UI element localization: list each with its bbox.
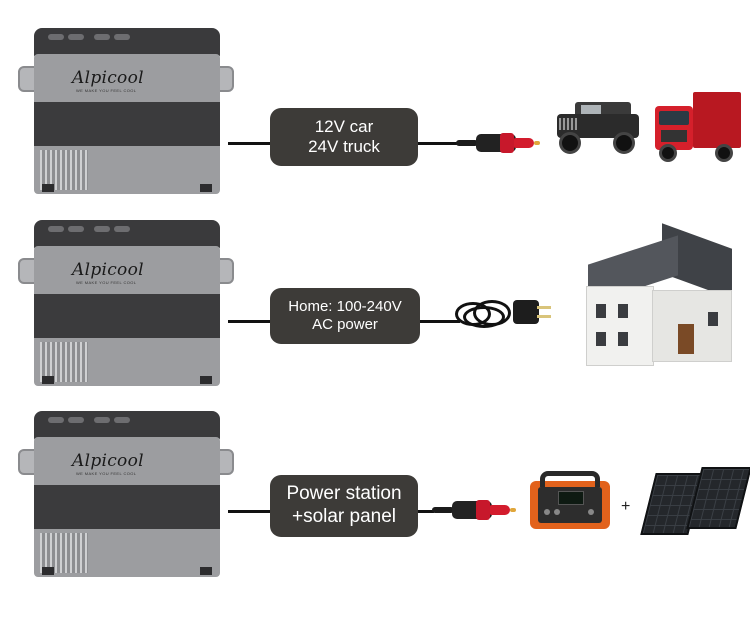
brand-logo: Alpicool bbox=[72, 451, 144, 471]
fridge-body bbox=[34, 246, 220, 386]
fridge-lid bbox=[34, 220, 220, 250]
truck-icon bbox=[653, 92, 743, 164]
solar-panel-icon bbox=[640, 465, 750, 537]
power-station-icon bbox=[530, 471, 610, 529]
label-line-2: 24V truck bbox=[308, 137, 380, 156]
power-source-label: Power station +solar panel bbox=[270, 475, 418, 537]
fridge-icon: Alpicool WE MAKE YOU FEEL COOL bbox=[12, 411, 234, 581]
brand-logo: Alpicool bbox=[72, 260, 144, 280]
row-car-truck: Alpicool WE MAKE YOU FEEL COOL 12V car 2… bbox=[0, 20, 750, 210]
row-home-ac: Alpicool WE MAKE YOU FEEL COOL Home: 100… bbox=[0, 212, 750, 402]
fridge-lid bbox=[34, 28, 220, 58]
fridge-icon: Alpicool WE MAKE YOU FEEL COOL bbox=[12, 28, 234, 198]
label-line-1: 12V car bbox=[314, 116, 374, 136]
house-icon bbox=[578, 220, 738, 370]
label-line-1: Power station bbox=[286, 483, 402, 505]
power-source-label: Home: 100-240V AC power bbox=[270, 288, 420, 344]
label-line-2: AC power bbox=[312, 316, 378, 333]
brand-tagline: WE MAKE YOU FEEL COOL bbox=[76, 88, 137, 93]
ac-cord-icon bbox=[455, 296, 515, 330]
plus-sign: + bbox=[621, 498, 631, 515]
fridge-icon: Alpicool WE MAKE YOU FEEL COOL bbox=[12, 220, 234, 390]
label-line-1: Home: 100-240V bbox=[288, 298, 402, 315]
row-power-station-solar: Alpicool WE MAKE YOU FEEL COOL Power sta… bbox=[0, 403, 750, 593]
jeep-icon bbox=[553, 100, 643, 156]
car-plug-icon bbox=[432, 499, 518, 521]
brand-logo: Alpicool bbox=[72, 68, 144, 88]
brand-tagline: WE MAKE YOU FEEL COOL bbox=[76, 280, 137, 285]
ac-plug-icon bbox=[513, 300, 551, 324]
brand-tagline: WE MAKE YOU FEEL COOL bbox=[76, 471, 137, 476]
fridge-body bbox=[34, 437, 220, 577]
fridge-lid bbox=[34, 411, 220, 441]
fridge-body bbox=[34, 54, 220, 194]
power-source-label: 12V car 24V truck bbox=[270, 108, 418, 166]
label-line-2: +solar panel bbox=[291, 506, 397, 527]
car-plug-icon bbox=[456, 132, 542, 154]
